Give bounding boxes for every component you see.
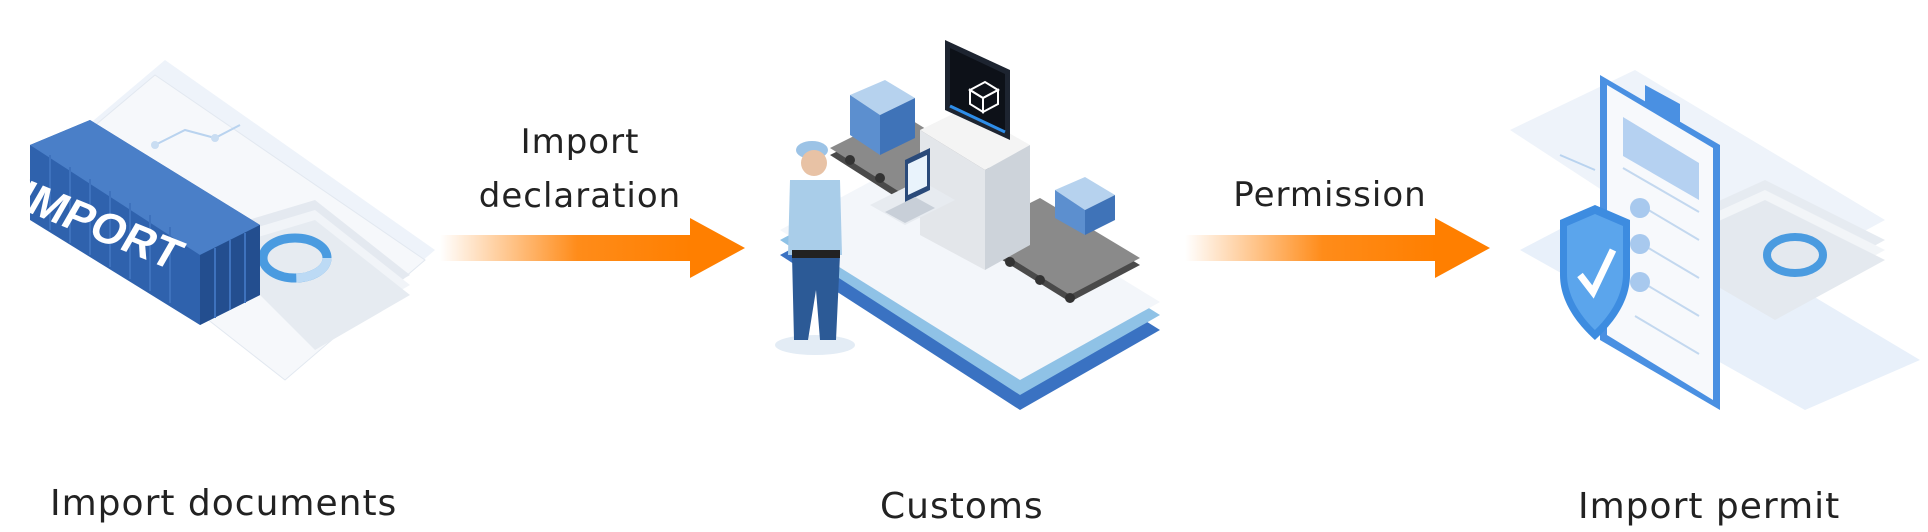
customs-officer-icon bbox=[775, 141, 855, 355]
package-box-icon bbox=[850, 80, 915, 155]
arrow-label-import-declaration: Import declaration bbox=[460, 115, 700, 223]
monitor-icon bbox=[945, 40, 1010, 140]
stage-label-customs: Customs bbox=[880, 486, 1044, 527]
stage-label-import-documents: Import documents bbox=[50, 483, 398, 524]
shipping-container-icon bbox=[30, 120, 260, 325]
stage-label-import-permit: Import permit bbox=[1578, 486, 1841, 527]
customs-illustration bbox=[775, 40, 1160, 410]
permission-arrow bbox=[1185, 218, 1490, 278]
import-documents-illustration: IMPORT bbox=[15, 60, 435, 381]
arrow-label-line: Import bbox=[520, 122, 640, 162]
shield-check-icon bbox=[1560, 205, 1630, 340]
import-declaration-arrow bbox=[440, 218, 745, 278]
arrow-label-line: declaration bbox=[478, 176, 682, 216]
clipboard-icon bbox=[1600, 75, 1720, 410]
import-permit-illustration bbox=[1510, 70, 1920, 410]
checkmark-icon bbox=[1630, 198, 1650, 292]
arrow-label-permission: Permission bbox=[1210, 168, 1450, 222]
arrow-label-line: Permission bbox=[1233, 175, 1427, 215]
